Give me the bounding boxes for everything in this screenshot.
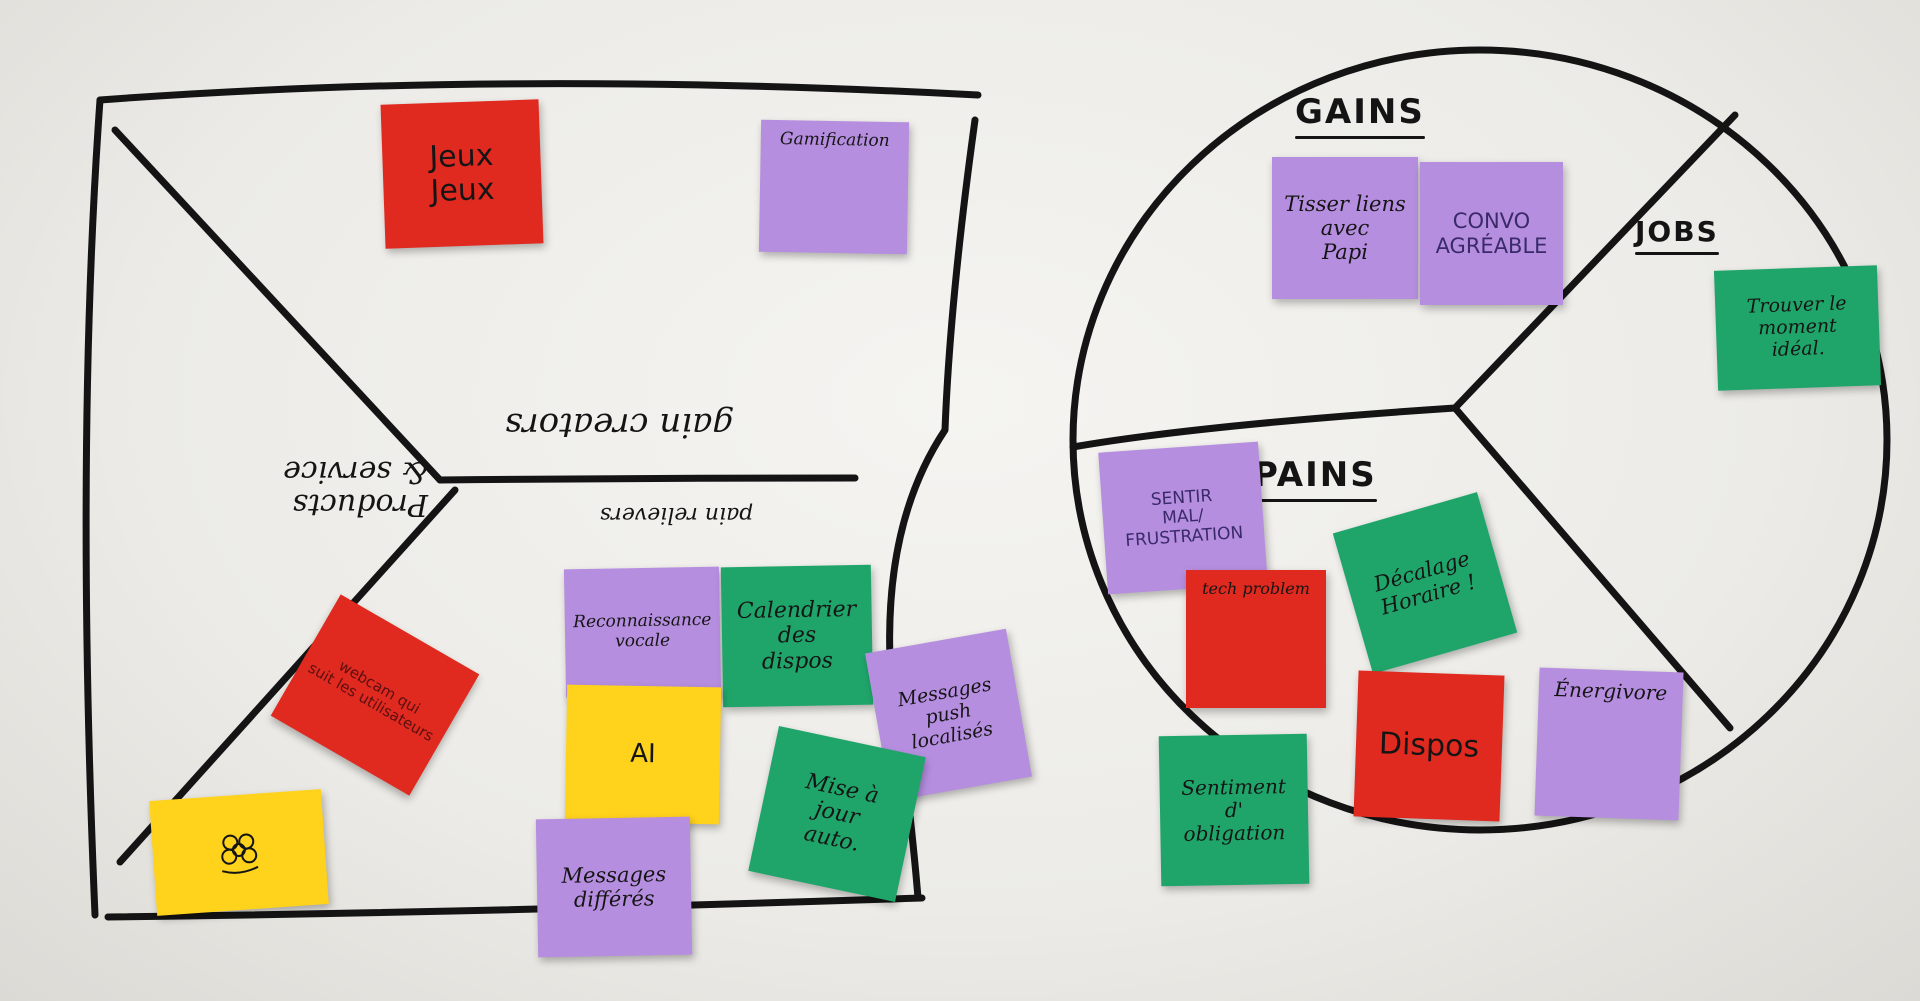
sticky-note-calendrier[interactable]: Calendrier des dispos bbox=[720, 564, 874, 708]
divider-middle bbox=[436, 474, 859, 484]
sticky-note-tisser-liens[interactable]: Tisser liens avec Papi bbox=[1272, 157, 1418, 299]
sticky-note-convo-agreable[interactable]: CONVO AGRÉABLE bbox=[1420, 162, 1563, 305]
sticky-note-ai[interactable]: AI bbox=[564, 684, 722, 825]
sticky-note-messages-differes[interactable]: Messages différés bbox=[535, 816, 693, 958]
profile-divider-left bbox=[1069, 404, 1459, 451]
sticky-note-tech-problem[interactable]: tech problem bbox=[1186, 570, 1326, 708]
label-gains: GAINS bbox=[1295, 92, 1425, 139]
frame-left bbox=[82, 96, 104, 919]
profile-divider-down bbox=[1451, 404, 1734, 732]
sticky-note-mise-a-jour[interactable]: Mise à jour auto. bbox=[748, 726, 926, 902]
sticky-note-trouver-moment[interactable]: Trouver le moment idéal. bbox=[1713, 265, 1882, 391]
label-gain-creators: gain creators bbox=[505, 405, 735, 445]
flower-doodle-icon bbox=[221, 832, 259, 874]
label-jobs: JOBS bbox=[1635, 215, 1719, 255]
sticky-note-jeux[interactable]: Jeux Jeux bbox=[380, 99, 544, 249]
divider-diagonal-top bbox=[111, 126, 444, 484]
profile-divider-up bbox=[1451, 111, 1739, 412]
sticky-note-sentiment-obligation[interactable]: Sentiment d' obligation bbox=[1158, 733, 1310, 887]
sticky-note-flower[interactable] bbox=[149, 789, 329, 916]
frame-bottom bbox=[104, 894, 926, 921]
sticky-note-gamification[interactable]: Gamification bbox=[758, 119, 910, 255]
label-products-service: Products & service bbox=[283, 454, 428, 522]
profile-circle bbox=[1069, 46, 1891, 834]
label-pains: PAINS bbox=[1253, 455, 1377, 502]
sticky-note-reconnaissance-vocale[interactable]: Reconnaissance vocale bbox=[563, 566, 722, 698]
sticky-note-energivore[interactable]: Énergivore bbox=[1534, 667, 1684, 821]
sticky-note-dispos[interactable]: Dispos bbox=[1353, 670, 1505, 822]
label-pain-relievers: pain relievers bbox=[600, 502, 754, 527]
frame-top bbox=[96, 80, 982, 104]
